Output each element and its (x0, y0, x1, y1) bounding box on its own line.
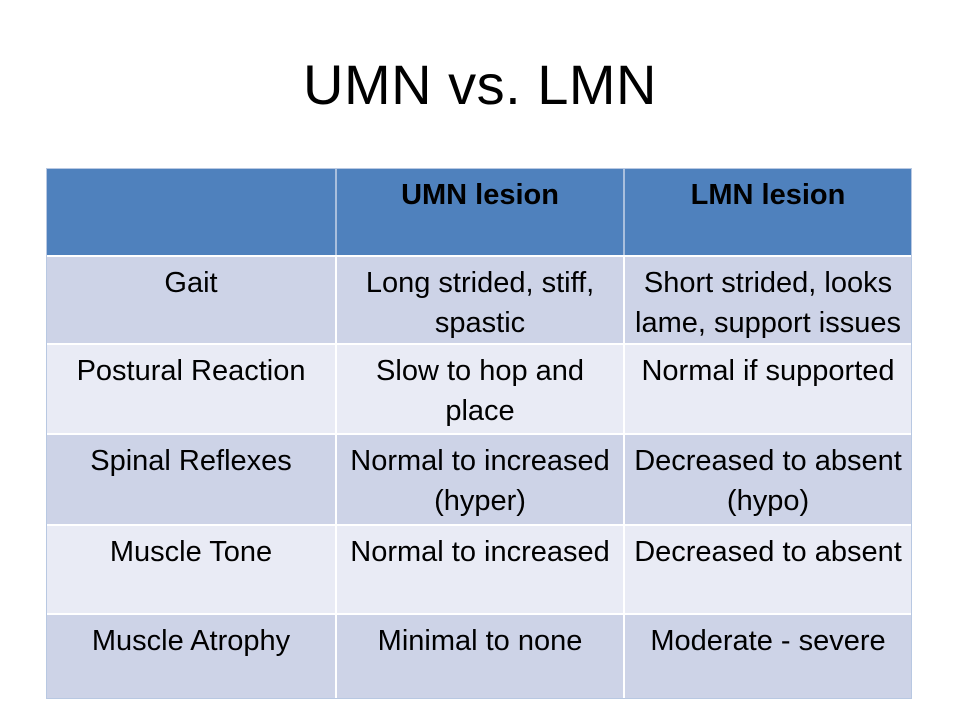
page-title: UMN vs. LMN (303, 53, 657, 116)
table-row-spinal-reflexes: Spinal Reflexes Normal to increased (hyp… (47, 433, 911, 524)
table-row-muscle-tone: Muscle Tone Normal to increased Decrease… (47, 524, 911, 613)
umn-cell: Long strided, stiff, spastic (335, 255, 624, 343)
lmn-cell: Decreased to absent (hypo) (623, 433, 911, 524)
header-cell-umn-lesion: UMN lesion (335, 169, 624, 255)
lmn-cell: Normal if supported (623, 343, 911, 433)
row-label: Spinal Reflexes (47, 433, 336, 524)
table-row-muscle-atrophy: Muscle Atrophy Minimal to none Moderate … (47, 613, 911, 698)
lmn-cell: Decreased to absent (623, 524, 911, 613)
umn-cell: Normal to increased (hyper) (335, 433, 624, 524)
umn-cell: Minimal to none (335, 613, 624, 698)
umn-cell: Normal to increased (335, 524, 624, 613)
lmn-cell: Short strided, looks lame, support issue… (623, 255, 911, 343)
lmn-cell: Moderate - severe (623, 613, 911, 698)
umn-cell: Slow to hop and place (335, 343, 624, 433)
header-cell-empty (47, 169, 336, 255)
comparison-table: UMN lesion LMN lesion Gait Long strided,… (46, 168, 912, 699)
row-label: Postural Reaction (47, 343, 336, 433)
table-row-postural-reaction: Postural Reaction Slow to hop and place … (47, 343, 911, 433)
table-header-row: UMN lesion LMN lesion (47, 169, 911, 255)
row-label: Gait (47, 255, 336, 343)
row-label: Muscle Tone (47, 524, 336, 613)
table-row-gait: Gait Long strided, stiff, spastic Short … (47, 255, 911, 343)
row-label: Muscle Atrophy (47, 613, 336, 698)
header-cell-lmn-lesion: LMN lesion (623, 169, 911, 255)
